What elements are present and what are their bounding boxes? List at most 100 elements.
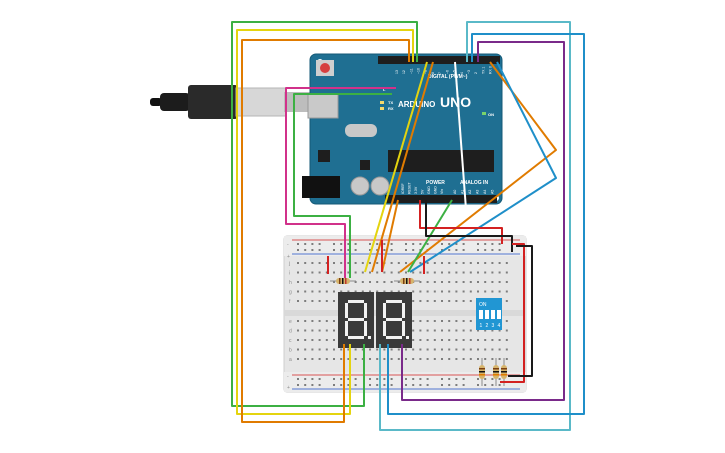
breadboard-hole bbox=[376, 384, 379, 386]
breadboard-hole bbox=[311, 348, 314, 351]
dip-switch-on-label: ON bbox=[479, 302, 487, 308]
breadboard-hole bbox=[441, 271, 443, 274]
breadboard-hole bbox=[484, 271, 487, 274]
breadboard-hole bbox=[390, 271, 393, 274]
wire-green-2 bbox=[293, 93, 392, 278]
row-letter-top: f bbox=[289, 299, 291, 305]
digital-pin-label: ~5 bbox=[453, 70, 457, 74]
breadboard-hole bbox=[325, 348, 328, 351]
rail-plus-top: + bbox=[287, 254, 290, 260]
breadboard-hole bbox=[448, 262, 451, 264]
wire-blue-2 bbox=[409, 61, 557, 273]
breadboard-hole bbox=[484, 290, 487, 293]
breadboard-hole bbox=[347, 271, 350, 274]
breadboard-hole bbox=[354, 384, 357, 386]
breadboard-hole bbox=[491, 329, 494, 332]
breadboard-hole bbox=[491, 271, 494, 274]
wire-teal bbox=[379, 21, 571, 431]
breadboard-hole bbox=[354, 271, 357, 274]
breadboard-hole bbox=[455, 348, 458, 351]
breadboard-hole bbox=[340, 243, 343, 245]
breadboard-hole bbox=[477, 243, 479, 245]
breadboard-hole bbox=[304, 290, 307, 293]
breadboard-hole bbox=[311, 339, 314, 341]
breadboard-hole bbox=[340, 358, 343, 360]
wires bbox=[231, 21, 585, 431]
breadboard-hole bbox=[448, 281, 451, 283]
breadboard-hole bbox=[311, 320, 314, 322]
breadboard-hole bbox=[477, 290, 479, 293]
breadboard-hole bbox=[318, 348, 321, 351]
breadboard-hole bbox=[448, 243, 451, 245]
usb-cable bbox=[150, 85, 314, 119]
breadboard-hole bbox=[397, 262, 400, 264]
breadboard-hole bbox=[412, 329, 415, 332]
breadboard-hole bbox=[304, 262, 307, 264]
breadboard-hole bbox=[304, 348, 307, 351]
breadboard-hole bbox=[304, 378, 307, 380]
analog-pin-label: A1 bbox=[461, 190, 465, 194]
breadboard-hole bbox=[347, 348, 350, 351]
breadboard-hole bbox=[469, 348, 472, 351]
row-letter-top: j bbox=[288, 261, 290, 267]
breadboard-hole bbox=[491, 384, 494, 386]
breadboard-hole bbox=[333, 378, 335, 380]
digital-pin-label: RX 0 bbox=[489, 66, 493, 74]
breadboard-hole bbox=[455, 378, 458, 380]
power-pin-label: GND bbox=[434, 186, 438, 194]
digital-pin-label: 2 bbox=[474, 72, 478, 74]
breadboard-hole bbox=[318, 243, 321, 245]
power-pin-label: GND bbox=[427, 186, 431, 194]
breadboard-hole bbox=[469, 281, 472, 283]
breadboard-hole bbox=[369, 348, 371, 351]
breadboard-hole bbox=[426, 378, 429, 380]
on-label: ON bbox=[488, 112, 494, 117]
breadboard-hole bbox=[347, 243, 350, 245]
breadboard-hole bbox=[383, 348, 386, 351]
breadboard-hole bbox=[469, 329, 472, 332]
breadboard-hole bbox=[376, 378, 379, 380]
breadboard-hole bbox=[491, 339, 494, 341]
breadboard-hole bbox=[433, 281, 436, 283]
breadboard-hole bbox=[498, 281, 501, 283]
seven-segment-display-left bbox=[338, 292, 374, 348]
breadboard-hole bbox=[311, 281, 314, 283]
breadboard-hole bbox=[383, 358, 386, 360]
digital-pin-label: 8 bbox=[431, 72, 435, 74]
breadboard-hole bbox=[491, 243, 494, 245]
breadboard-hole bbox=[369, 249, 371, 251]
breadboard-hole bbox=[304, 384, 307, 386]
analog-pin-label: A2 bbox=[468, 190, 472, 194]
breadboard-hole bbox=[448, 300, 451, 302]
breadboard-hole bbox=[419, 271, 422, 274]
breadboard-hole bbox=[433, 290, 436, 293]
breadboard-hole bbox=[426, 384, 429, 386]
breadboard-hole bbox=[340, 378, 343, 380]
breadboard-hole bbox=[498, 243, 501, 245]
power-pin-label: 3.3V bbox=[414, 186, 418, 194]
analog-power-header bbox=[385, 195, 497, 203]
breadboard-hole bbox=[419, 300, 422, 302]
digital-pin-label: 13 bbox=[395, 70, 399, 74]
breadboard-hole bbox=[455, 281, 458, 283]
breadboard-hole bbox=[498, 262, 501, 264]
breadboard-hole bbox=[405, 358, 407, 360]
breadboard-hole bbox=[433, 300, 436, 302]
breadboard-hole bbox=[426, 271, 429, 274]
breadboard-hole bbox=[484, 348, 487, 351]
breadboard-hole bbox=[304, 271, 307, 274]
wire-orange bbox=[241, 39, 410, 423]
breadboard-hole bbox=[347, 290, 350, 293]
breadboard-hole bbox=[491, 290, 494, 293]
tx-label: TX bbox=[388, 100, 393, 105]
breadboard-hole bbox=[462, 329, 465, 332]
breadboard-hole bbox=[484, 243, 487, 245]
breadboard-hole bbox=[405, 271, 407, 274]
breadboard-hole bbox=[383, 249, 386, 251]
power-pin-label: Vin bbox=[440, 189, 444, 194]
breadboard-hole bbox=[491, 262, 494, 264]
